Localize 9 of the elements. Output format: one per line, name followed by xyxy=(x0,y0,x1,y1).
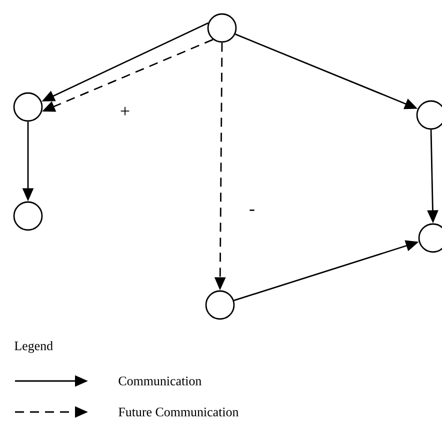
legend-title: Legend xyxy=(14,341,53,353)
circle-node xyxy=(13,92,43,122)
edge-label: + xyxy=(118,106,132,118)
circle-node xyxy=(205,290,235,320)
circle-node xyxy=(207,13,237,43)
legend-text: Communication xyxy=(118,376,202,386)
circle-node xyxy=(13,201,43,231)
edge-label: - xyxy=(248,208,256,216)
legend-text: Future Communication xyxy=(118,408,239,416)
